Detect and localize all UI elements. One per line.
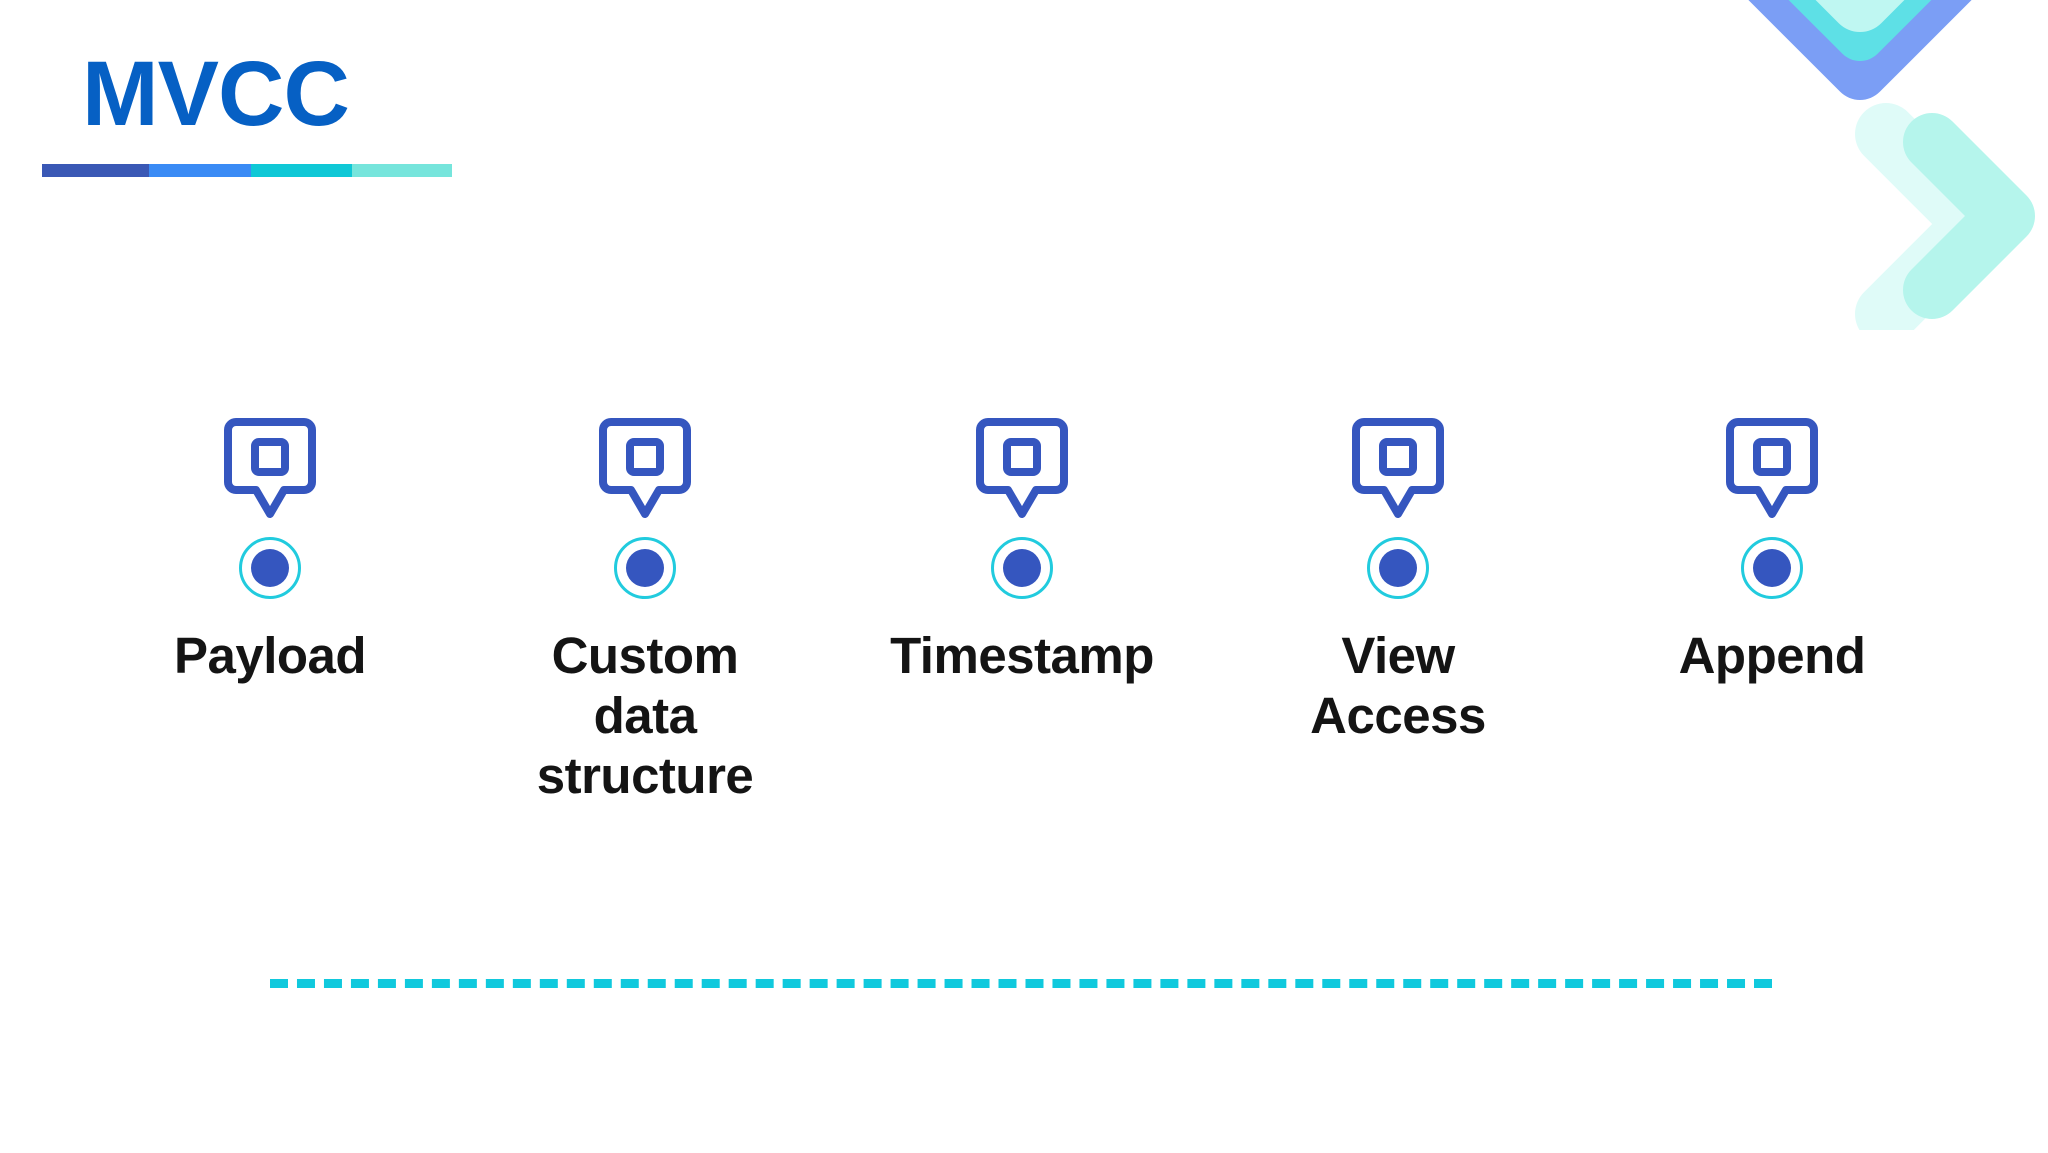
timeline-dashed-track	[270, 979, 1772, 988]
accent-segment-3	[251, 164, 352, 177]
timeline-node-marker[interactable]	[120, 520, 420, 616]
timeline-node-label: Payload	[173, 627, 367, 684]
title-accent-rule	[42, 164, 452, 177]
timeline: Payload Custom data structure	[0, 395, 2048, 988]
timeline-node-label: Append	[1678, 627, 1866, 684]
location-pin-square-icon	[495, 395, 795, 520]
location-pin-square-icon	[872, 395, 1172, 520]
timeline-node[interactable]: Append	[1622, 395, 1922, 686]
chevron-layer-middle	[1788, 0, 1932, 61]
title-block: MVCC	[40, 48, 640, 177]
timeline-node-marker[interactable]	[1248, 520, 1548, 616]
timeline-node-dot[interactable]	[1741, 537, 1803, 599]
location-pin-square-icon	[120, 395, 420, 520]
accent-segment-1	[42, 164, 149, 177]
timeline-node-dot[interactable]	[991, 537, 1053, 599]
timeline-node[interactable]: View Access	[1248, 395, 1548, 746]
chevron-layer-secondary	[1855, 103, 2035, 345]
timeline-node-dot[interactable]	[614, 537, 676, 599]
location-pin-square-icon	[1622, 395, 1922, 520]
timeline-node-marker[interactable]	[495, 520, 795, 616]
page-title: MVCC	[82, 43, 350, 145]
timeline-node-label: View Access	[1310, 627, 1486, 745]
timeline-node-dot[interactable]	[239, 537, 301, 599]
accent-segment-2	[148, 164, 252, 177]
location-pin-square-icon	[1248, 395, 1548, 520]
timeline-node[interactable]: Timestamp	[872, 395, 1172, 686]
timeline-node[interactable]: Custom data structure	[495, 395, 795, 807]
accent-segment-4	[351, 164, 452, 177]
timeline-node-marker[interactable]	[1622, 520, 1922, 616]
chevron-layer-outer	[1748, 0, 1972, 100]
timeline-node-dot[interactable]	[1367, 537, 1429, 599]
timeline-node-label: Timestamp	[890, 627, 1154, 684]
chevron-layer-inner	[1815, 0, 1905, 32]
timeline-node-marker[interactable]	[872, 520, 1172, 616]
timeline-node-label: Custom data structure	[536, 627, 754, 805]
corner-chevron-decoration	[1628, 0, 2048, 345]
timeline-node[interactable]: Payload	[120, 395, 420, 686]
